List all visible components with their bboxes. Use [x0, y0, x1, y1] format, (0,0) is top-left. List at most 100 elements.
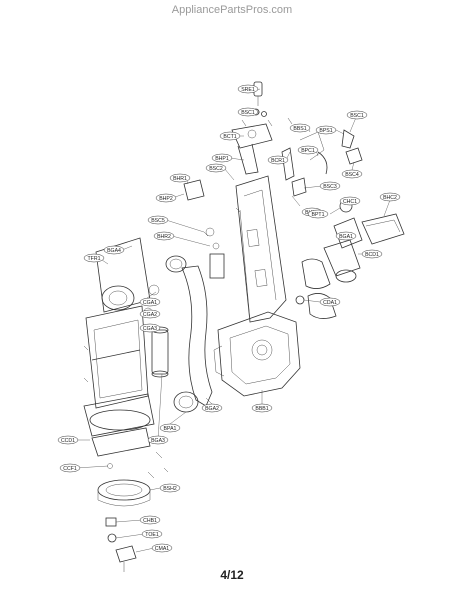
- part-callout: TOE1: [141, 529, 163, 539]
- part-code-label: BPC1: [301, 148, 315, 154]
- part-callout: BPC1: [297, 145, 319, 155]
- part-callout: CCF1: [59, 463, 81, 473]
- callout-oval: [139, 297, 161, 307]
- part-code-label: BSC4: [345, 172, 359, 178]
- main-body-drawing: [213, 311, 301, 397]
- part-code-label: CHB1: [143, 518, 157, 524]
- callout-oval: [339, 196, 361, 206]
- callout-oval: [155, 193, 177, 203]
- callout-oval: [307, 209, 329, 219]
- part-callout: BGA1: [335, 231, 357, 241]
- part-callout: BSC5: [147, 215, 169, 225]
- callout-oval: [341, 169, 363, 179]
- callout-oval: [267, 155, 289, 165]
- part-code-label: BSC2: [209, 166, 223, 172]
- part-callout: CGA1: [139, 297, 161, 307]
- part-code-label: BSC1: [350, 113, 364, 119]
- part-code-label: CHC1: [343, 199, 357, 205]
- part-code-label: CGA2: [143, 312, 157, 318]
- part-code-label: BHR1: [173, 176, 187, 182]
- part-code-label: BSH2: [163, 486, 177, 492]
- callout-oval: [147, 215, 169, 225]
- callout-oval: [251, 403, 273, 413]
- part-callout: BHR1: [169, 173, 191, 183]
- callout-oval: [361, 249, 383, 259]
- callout-oval: [159, 483, 181, 493]
- part-callout: BPT1: [307, 209, 329, 219]
- part-code-label: TFR1: [88, 256, 101, 262]
- callout-oval: [83, 253, 105, 263]
- part-code-label: BBS1: [293, 126, 306, 132]
- callout-oval: [211, 153, 233, 163]
- part-callout: BSC2: [205, 163, 227, 173]
- part-callout: BSC4: [341, 169, 363, 179]
- part-callout: BHP1: [211, 153, 233, 163]
- callout-oval: [237, 84, 259, 94]
- part-code-label: CCD1: [61, 438, 75, 444]
- part-code-label: BPS1: [319, 128, 332, 134]
- callout-oval: [335, 231, 357, 241]
- part-callout: CHB1: [139, 515, 161, 525]
- callout-oval: [379, 192, 401, 202]
- part-code-label: BCR1: [271, 158, 285, 164]
- part-callout: BPS1: [315, 125, 337, 135]
- part-callout: BSH2: [159, 483, 181, 493]
- part-callout: SRE1: [237, 84, 259, 94]
- part-code-label: BHP2: [159, 196, 173, 202]
- part-code-label: CCF1: [63, 466, 77, 472]
- center-parts-drawing: [143, 179, 225, 413]
- part-code-label: CGA3: [143, 326, 157, 332]
- callout-oval: [346, 110, 368, 120]
- part-code-label: BBB1: [255, 406, 268, 412]
- part-callout: BHC2: [379, 192, 401, 202]
- part-code-label: BPT1: [312, 212, 325, 218]
- part-code-label: BSC5: [151, 218, 165, 224]
- part-callout: CMA1: [151, 543, 173, 553]
- callout-oval: [139, 515, 161, 525]
- callout-oval: [159, 423, 181, 433]
- callout-oval: [151, 543, 173, 553]
- part-code-label: BHP1: [215, 156, 229, 162]
- part-code-label: SRE1: [241, 87, 255, 93]
- callout-oval: [59, 463, 81, 473]
- part-drawings: [83, 81, 405, 572]
- callout-oval: [103, 245, 125, 255]
- callout-oval: [141, 529, 163, 539]
- callout-oval: [289, 123, 311, 133]
- part-code-label: BGA3: [151, 438, 165, 444]
- part-code-label: CGA1: [143, 300, 157, 306]
- callout-oval: [169, 173, 191, 183]
- part-code-label: CMA1: [155, 546, 170, 552]
- part-callout: BHP2: [155, 193, 177, 203]
- callout-oval: [153, 231, 175, 241]
- part-callout: BGA2: [201, 403, 223, 413]
- part-code-label: BHR2: [157, 234, 171, 240]
- part-callout: CCD1: [57, 435, 79, 445]
- part-code-label: TOE1: [145, 532, 159, 538]
- part-code-label: BCT1: [223, 134, 236, 140]
- callout-oval: [237, 107, 259, 117]
- part-code-label: BHC2: [383, 195, 397, 201]
- part-code-label: BCD1: [365, 252, 379, 258]
- screws-drawing: [83, 117, 293, 479]
- part-callout: BCT1: [219, 131, 241, 141]
- part-code-label: BGA2: [205, 406, 219, 412]
- callout-oval: [139, 309, 161, 319]
- callout-oval: [315, 125, 337, 135]
- callout-oval: [57, 435, 79, 445]
- page-number: 4/12: [220, 568, 244, 582]
- part-callout: CGA3: [139, 323, 161, 333]
- part-callout: BBB1: [251, 403, 273, 413]
- part-callout: BHR2: [153, 231, 175, 241]
- part-callout: CDA1: [319, 297, 341, 307]
- part-callout: BSC3: [319, 181, 341, 191]
- part-code-label: BPA1: [164, 426, 177, 432]
- callout-oval: [319, 181, 341, 191]
- part-callout: BSC1: [237, 107, 259, 117]
- part-callout: BSC1: [346, 110, 368, 120]
- part-code-label: BGA4: [107, 248, 121, 254]
- callout-oval: [219, 131, 241, 141]
- part-code-label: BGA1: [339, 234, 353, 240]
- part-callout: CGA2: [139, 309, 161, 319]
